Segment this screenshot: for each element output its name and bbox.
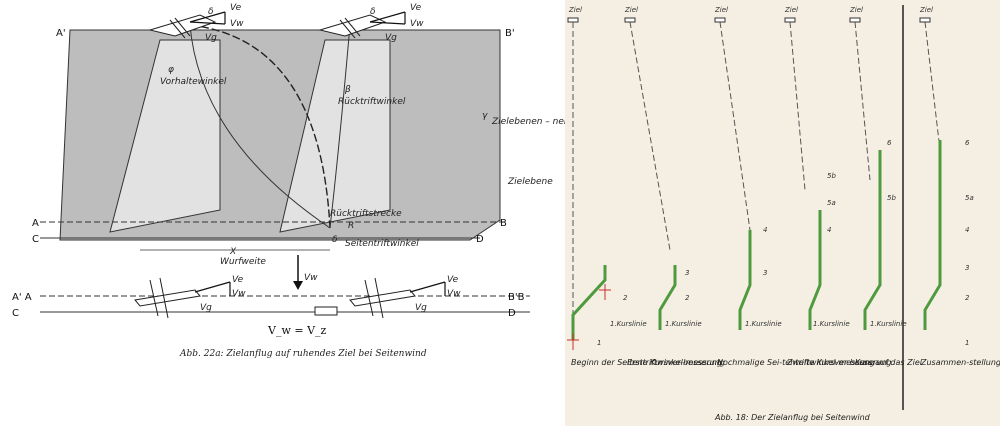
- column-2: Ziel 1.Kurslinie 2 3 Erste Kursver-besse…: [624, 6, 725, 367]
- airplane-top-left-icon: [148, 14, 217, 39]
- label-b: B: [500, 218, 507, 229]
- col6-marker-3: 3: [965, 264, 969, 272]
- col4-marker-5b: 5b: [827, 172, 836, 180]
- label-ve-lower-left: Ve: [232, 275, 244, 285]
- label-neigungswinkel: Zielebenen – neigungswinkel: [491, 117, 565, 127]
- col1-course-label: 1.Kurslinie: [610, 320, 647, 328]
- label-ruecktriftwinkel: Rücktriftwinkel: [338, 97, 406, 107]
- left-figure-svg: A' B' A B C D δ Ve Vw Vg δ Ve Vw Vg φ Vo…: [12, 3, 623, 359]
- right-figure-svg: Ziel 1.Kurslinie 1 2 Beginn der Seitentr…: [567, 5, 1000, 422]
- col5-caption: Kurs auf das Ziel: [855, 358, 923, 367]
- col2-caption: Erste Kursver-besserung: [627, 358, 725, 367]
- col4-target-label: Ziel: [784, 6, 798, 14]
- label-delta-left: δ: [208, 7, 214, 17]
- vector-arrows-top: [189, 11, 406, 25]
- col1-marker-2: 2: [623, 294, 628, 302]
- label-beta: β: [344, 85, 351, 95]
- column-4: Ziel 1.Kurslinie 4 5a 5b Zweite Kursver-…: [784, 6, 892, 367]
- label-d: D: [476, 234, 484, 245]
- col6-marker-4: 4: [965, 226, 969, 234]
- label-vg-lower-right: Vg: [415, 303, 427, 313]
- label-d-lower: D: [508, 308, 516, 319]
- col1-plane-icon: [567, 334, 579, 350]
- column-5: Ziel 1.Kurslinie 5b 6 Kurs auf das Ziel: [849, 6, 923, 367]
- airplane-lower-left-icon: [134, 277, 201, 319]
- col3-course-label: 1.Kurslinie: [745, 320, 782, 328]
- col4-marker-5a: 5a: [827, 199, 836, 207]
- label-x: X: [229, 247, 237, 257]
- label-vw-right: Vw: [410, 19, 424, 29]
- col3-target-label: Ziel: [714, 6, 728, 14]
- label-phi: φ: [168, 65, 174, 75]
- col1-plane2-icon: [599, 284, 611, 300]
- col3-caption: Nochmalige Sei-tentriftwinkel-messung: [717, 358, 875, 367]
- trajectory-arc: [189, 24, 331, 229]
- col6-caption: Zusammen-stellung: [920, 358, 1000, 367]
- airplane-lower-right-icon: [349, 277, 416, 319]
- label-a-prime: A': [56, 28, 66, 39]
- label-ve-left: Ve: [230, 3, 242, 13]
- col3-marker-3: 3: [763, 269, 767, 277]
- airplane-top-right-icon: [318, 14, 387, 39]
- col5-marker-6: 6: [887, 139, 892, 147]
- label-vw-down: Vw: [304, 273, 318, 283]
- col2-marker-2: 2: [685, 294, 690, 302]
- label-vw-lower-right: Vw: [447, 289, 461, 299]
- label-b-prime: B': [505, 28, 515, 39]
- label-r: R: [348, 221, 354, 231]
- column-3: Ziel 1.Kurslinie 3 4 Nochmalige Sei-tent…: [714, 6, 875, 367]
- label-delta-right: δ: [370, 7, 376, 17]
- col1-marker-1: 1: [597, 339, 601, 347]
- col6-marker-6: 6: [965, 139, 970, 147]
- label-gamma: γ: [482, 111, 488, 121]
- inner-plane-right: [279, 39, 391, 233]
- label-wurfweite: Wurfweite: [220, 257, 266, 267]
- col4-marker-4: 4: [827, 226, 831, 234]
- col2-target-label: Ziel: [624, 6, 638, 14]
- col6-marker-2: 2: [965, 294, 970, 302]
- target-box: [314, 306, 338, 316]
- label-a: A: [32, 218, 39, 229]
- col5-marker-5b: 5b: [887, 194, 896, 202]
- col4-caption: Zweite Kursver-besserung: [786, 358, 892, 367]
- left-figure-panel: A' B' A B C D δ Ve Vw Vg δ Ve Vw Vg φ Vo…: [12, 3, 624, 359]
- col6-target-label: Ziel: [919, 6, 933, 14]
- label-vorhaltewinkel: Vorhaltewinkel: [160, 77, 227, 87]
- col6-marker-5a: 5a: [965, 194, 974, 202]
- label-ruecktriftstrecke: Rücktriftstrecke: [330, 209, 402, 219]
- label-vg-right: Vg: [385, 33, 397, 43]
- label-ve-lower-right: Ve: [447, 275, 459, 285]
- col4-course-label: 1.Kurslinie: [813, 320, 850, 328]
- col6-marker-1: 1: [965, 339, 969, 347]
- label-vg-lower-left: Vg: [200, 303, 212, 313]
- right-caption: Abb. 18: Der Zielanflug bei Seitenwind: [714, 413, 871, 422]
- label-c-lower: C: [12, 308, 19, 319]
- col5-course-label: 1.Kurslinie: [870, 320, 907, 328]
- label-seitentriftwinkel: Seitentriftwinkel: [345, 239, 419, 249]
- label-ve-right: Ve: [410, 3, 422, 13]
- label-zielebene: Zielebene: [507, 177, 553, 187]
- label-delta-bottom: δ: [332, 235, 338, 245]
- col1-caption: Beginn der Seitentriftwinkel-messung: [571, 358, 722, 367]
- col1-target-label: Ziel: [568, 6, 582, 14]
- label-bb-right: B'B: [508, 292, 525, 303]
- col2-marker-3: 3: [685, 269, 689, 277]
- label-c: C: [32, 234, 39, 245]
- col3-marker-4: 4: [763, 226, 767, 234]
- label-ab-left: A' A: [12, 292, 32, 303]
- equation: V_w = V_z: [267, 324, 327, 337]
- col5-target-label: Ziel: [849, 6, 863, 14]
- col2-course-label: 1.Kurslinie: [665, 320, 702, 328]
- column-6: Ziel 1 2 3 4 5a 6 Zusammen-stellung: [919, 6, 1000, 367]
- label-vw-left: Vw: [230, 19, 244, 29]
- inner-plane-left: [109, 39, 221, 233]
- vector-arrows-lower: [194, 281, 446, 296]
- right-figure-panel: Ziel 1.Kurslinie 1 2 Beginn der Seitentr…: [565, 0, 1000, 426]
- left-caption: Abb. 22a: Zielanflug auf ruhendes Ziel b…: [179, 349, 427, 359]
- label-vw-lower-left: Vw: [232, 289, 246, 299]
- column-1: Ziel 1.Kurslinie 1 2 Beginn der Seitentr…: [567, 6, 722, 367]
- label-vg-left: Vg: [205, 33, 217, 43]
